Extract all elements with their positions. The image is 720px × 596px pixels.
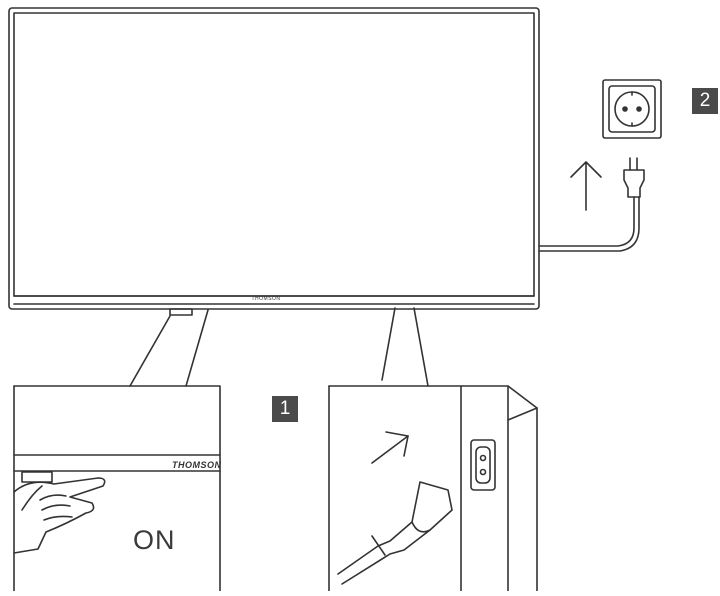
- power-cord-tv: [538, 196, 635, 247]
- callout-line-right: [381, 307, 396, 381]
- arrow-up-icon: [570, 161, 602, 211]
- callout-line-left: [129, 315, 171, 387]
- step-badge-1: 1: [272, 396, 298, 422]
- tv-brand-logo: THOMSON: [251, 296, 281, 302]
- zoom-panel-power-button: [13, 385, 221, 592]
- arrow-insert-icon: [371, 431, 409, 464]
- ac-inlet-icon: [470, 439, 496, 491]
- tv-brand-logo-zoomed: THOMSON: [172, 460, 222, 470]
- power-on-label: ON: [133, 525, 176, 555]
- television: [8, 7, 540, 316]
- step-badge-2: 2: [692, 88, 718, 114]
- power-plug-icon: [623, 157, 645, 198]
- wall-socket-icon: [602, 79, 662, 139]
- hand-icon: [13, 477, 106, 554]
- zoom-panel-ac-inlet: [328, 385, 538, 592]
- power-button-tv: [169, 308, 193, 316]
- power-cord-icon: [337, 481, 453, 585]
